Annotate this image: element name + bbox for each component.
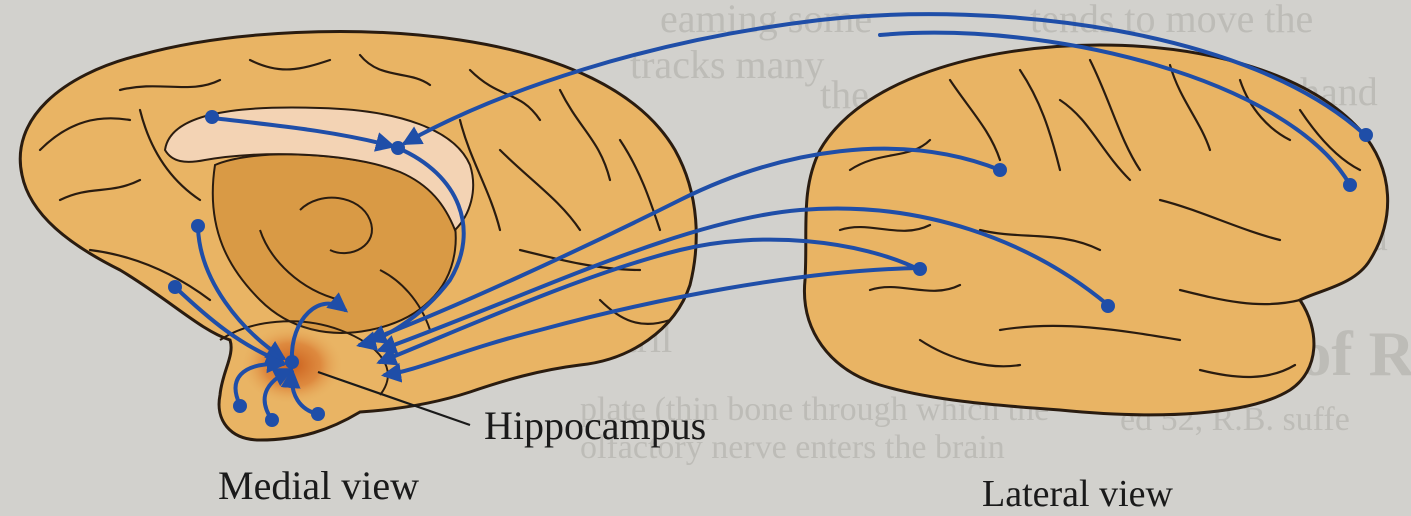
node-prefrontal-lower <box>1343 178 1357 192</box>
medial-view-label: Medial view <box>218 462 419 509</box>
node-cingulate-anterior <box>391 141 405 155</box>
node-temporal-lateral <box>913 262 927 276</box>
node-prefrontal-top <box>1359 128 1373 142</box>
node-entorhinal-right <box>311 407 325 421</box>
lateral-view-label: Lateral view <box>982 472 1173 516</box>
lateral-view-brain <box>804 45 1387 415</box>
medial-view-brain <box>20 32 696 440</box>
node-parietal-lateral <box>1101 299 1115 313</box>
node-orbital <box>168 280 182 294</box>
node-hippocampus <box>285 355 299 369</box>
node-entorhinal-left <box>233 399 247 413</box>
node-cingulate-posterior <box>205 110 219 124</box>
node-frontal-lateral <box>993 163 1007 177</box>
hippocampus-label: Hippocampus <box>484 402 706 449</box>
node-frontal <box>191 219 205 233</box>
node-entorhinal-mid <box>265 413 279 427</box>
bg-text-line: eaming some <box>660 0 872 41</box>
bg-text-line: tends to move the <box>1030 0 1313 41</box>
